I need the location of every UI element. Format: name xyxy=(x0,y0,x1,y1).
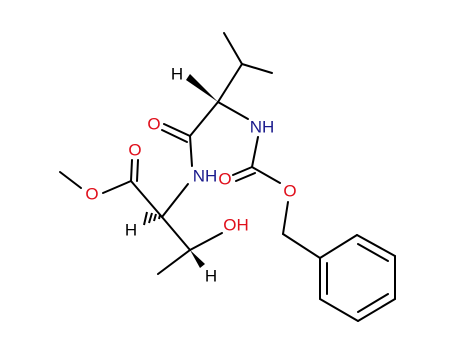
bond-carbamate-c-o xyxy=(251,166,281,184)
bond-nh-upper-carbamate-c xyxy=(251,136,259,168)
oxygen-atom-amide: O xyxy=(147,115,160,134)
ring-inner-1 xyxy=(357,243,389,262)
bond-ch3a-ch xyxy=(223,32,243,65)
bond-calpha-co-amide xyxy=(189,101,219,137)
nh-atom-lower: NH xyxy=(193,167,218,186)
bond-calpha-thr-ester-c xyxy=(130,180,163,218)
bond-calpha-cbeta-thr xyxy=(161,216,191,251)
oxygen-atom-carbamate-double: O xyxy=(218,170,231,189)
bond-amide-double-2 xyxy=(161,129,188,143)
bond-carbamate-double-1 xyxy=(232,166,253,176)
wedge-val-alpha-h xyxy=(186,74,218,102)
ring-bond-5 xyxy=(319,298,359,322)
bond-ch-calpha-val xyxy=(217,63,243,103)
oxygen-atom-ester-ether: O xyxy=(85,185,98,204)
bond-ch2-ring xyxy=(282,233,321,259)
ring-bond-4 xyxy=(357,298,396,322)
bond-nh-lower-calpha-thr xyxy=(161,183,189,218)
stereo-bonds xyxy=(143,74,218,268)
bond-ch-ch3b xyxy=(241,63,273,74)
bond-ester-c-o xyxy=(102,180,132,194)
ring-bond-2 xyxy=(356,234,396,257)
bond-o-methyl xyxy=(59,171,82,189)
bond-cbeta-oh xyxy=(189,232,223,251)
bond-cbeta-methyl xyxy=(157,249,191,275)
bond-ester-double-2 xyxy=(136,159,139,182)
bond-calpha-nh-upper xyxy=(217,101,249,120)
bond-ester-double-1 xyxy=(130,159,133,182)
bond-carbamate-double-2 xyxy=(235,172,256,182)
bond-amide-double-1 xyxy=(163,123,191,137)
oxygen-atom-carbamate-ether: O xyxy=(283,182,296,201)
atom-labels: H NH O NH O O O O H OH H xyxy=(85,65,296,286)
wedge-thr-beta-h xyxy=(190,250,205,268)
hydrogen-atom-thr-beta: H xyxy=(205,267,217,286)
bond-co-nh-lower xyxy=(189,135,193,167)
hash-thr-alpha-h xyxy=(143,211,161,226)
ring-bond-1 xyxy=(319,234,358,259)
hydroxyl-group: OH xyxy=(223,216,249,235)
ring-inner-2 xyxy=(357,293,389,313)
bonds xyxy=(59,32,396,322)
hydrogen-atom-val: H xyxy=(171,65,183,84)
hydrogen-atom-thr-alpha: H xyxy=(125,221,137,240)
nh-atom-upper: NH xyxy=(250,118,275,137)
bond-o-ch2 xyxy=(282,201,289,235)
oxygen-atom-ester-double: O xyxy=(128,141,141,160)
